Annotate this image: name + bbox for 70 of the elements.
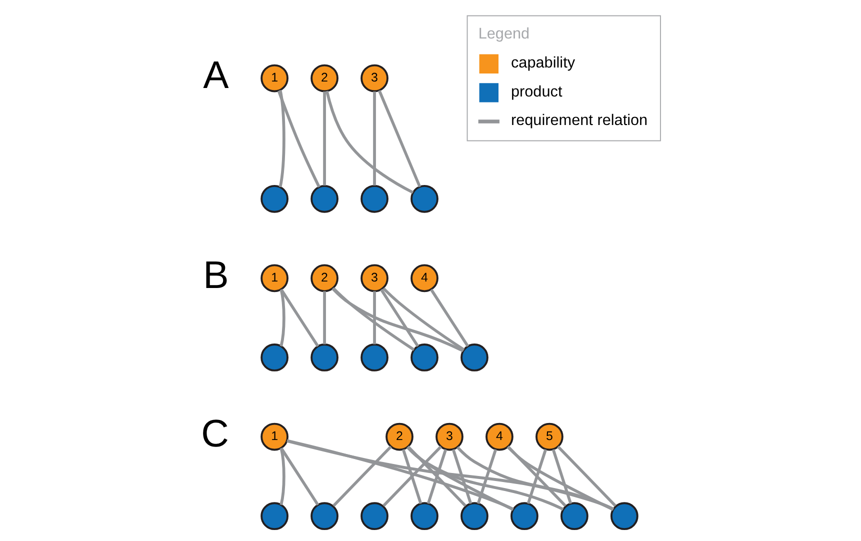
node-circle: 1	[260, 264, 288, 292]
node-circle	[610, 502, 638, 530]
connector	[280, 447, 320, 506]
node-circle: 2	[386, 422, 414, 451]
connector	[323, 291, 326, 344]
node-circle	[260, 502, 288, 530]
node-circle: 1	[260, 64, 288, 92]
node-circle	[310, 502, 338, 530]
node-circle: 2	[310, 64, 338, 92]
node-circle	[460, 502, 488, 530]
legend-label: product	[511, 83, 562, 100]
node-circle	[260, 344, 288, 372]
connector	[332, 446, 392, 507]
label: B	[203, 254, 229, 297]
connector	[406, 446, 514, 511]
connector	[452, 449, 472, 504]
node-circle	[310, 184, 338, 213]
connector	[426, 449, 448, 504]
connector	[557, 446, 616, 507]
node-circle	[360, 344, 388, 372]
node-circle: 3	[360, 264, 388, 292]
node-circle	[510, 502, 538, 530]
legend-label: capability	[511, 54, 576, 72]
node-circle	[410, 184, 438, 213]
connector	[325, 90, 414, 194]
connector	[402, 449, 422, 504]
connector	[280, 288, 320, 348]
connector	[552, 449, 572, 504]
connector	[277, 90, 320, 188]
connector	[380, 288, 420, 348]
node-circle	[360, 502, 388, 530]
connector	[332, 287, 464, 352]
label: A	[203, 54, 229, 97]
connector	[280, 448, 286, 506]
connector	[278, 90, 286, 188]
connector	[407, 446, 467, 507]
connector	[526, 449, 548, 504]
connector	[286, 440, 614, 510]
connector	[323, 91, 326, 186]
node-circle: 3	[360, 64, 388, 92]
node-circle	[410, 344, 438, 372]
connector	[476, 449, 498, 504]
legend-label: requirement relation	[511, 112, 648, 130]
connector	[373, 291, 376, 344]
connector	[456, 446, 614, 511]
node-circle	[310, 344, 338, 372]
node-circle	[560, 502, 588, 530]
connector	[373, 91, 376, 186]
label: Legend	[478, 26, 530, 43]
node-circle	[260, 184, 288, 213]
connector	[378, 90, 422, 188]
connector	[430, 288, 470, 348]
node-circle: 1	[260, 422, 288, 451]
node-circle: 4	[486, 422, 514, 451]
connector	[332, 287, 415, 351]
connector	[382, 446, 442, 507]
connector	[286, 439, 514, 511]
connector	[507, 446, 566, 507]
connector	[280, 289, 286, 347]
connector	[406, 446, 564, 511]
node-circle	[360, 184, 388, 213]
label: C	[201, 412, 229, 456]
node-circle: 5	[536, 422, 564, 451]
connector	[506, 446, 614, 511]
node-circle: 3	[436, 422, 464, 451]
node-circle	[410, 502, 438, 530]
node-circle: 2	[310, 264, 338, 292]
node-circle: 4	[410, 264, 438, 292]
node-circle	[460, 344, 488, 372]
connector	[382, 287, 465, 351]
